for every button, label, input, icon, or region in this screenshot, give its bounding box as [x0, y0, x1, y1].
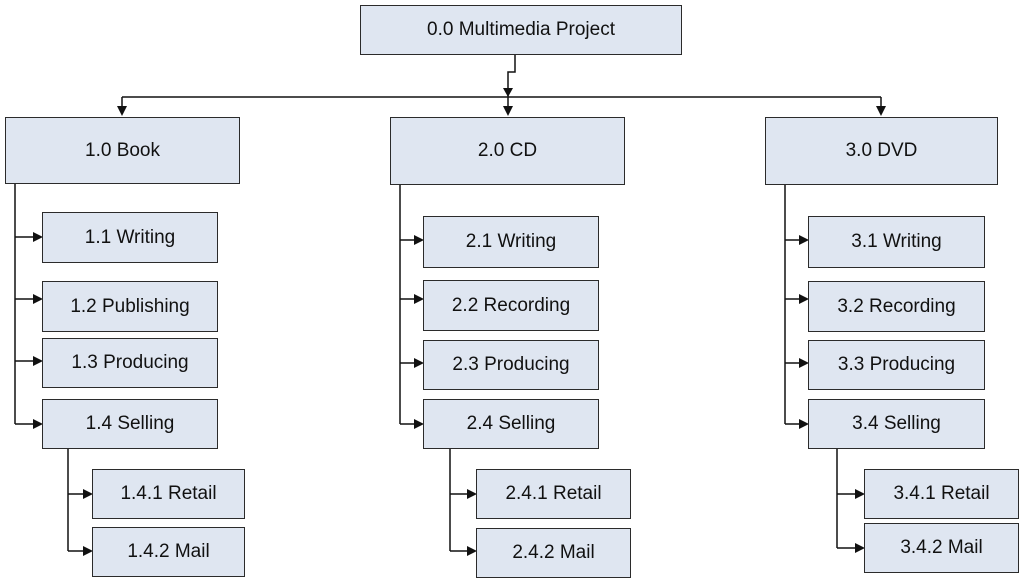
node-label: 2.4.1 Retail — [505, 483, 602, 504]
node-dvd-writing: 3.1 Writing — [808, 216, 985, 268]
node-label: 3.0 DVD — [845, 140, 918, 161]
arrowhead — [414, 294, 424, 304]
node-label: 1.4.2 Mail — [127, 541, 210, 562]
node-dvd-selling: 3.4 Selling — [808, 399, 985, 449]
arrowhead — [799, 419, 809, 429]
connector-book — [14, 184, 34, 425]
arrowhead — [799, 235, 809, 245]
node-label: 1.1 Writing — [84, 226, 176, 248]
arrowhead — [414, 358, 424, 368]
node-label: 2.0 CD — [477, 140, 538, 161]
arrowhead — [33, 232, 43, 242]
node-label: 2.4 Selling — [466, 413, 556, 434]
node-cd-selling: 2.4 Selling — [423, 399, 599, 449]
arrowhead — [855, 489, 865, 499]
arrowhead — [83, 546, 93, 556]
arrowhead — [503, 106, 513, 116]
node-label: 2.3 Producing — [452, 354, 570, 375]
node-cd: 2.0 CD — [390, 117, 625, 185]
arrowhead — [503, 88, 513, 97]
node-label: 1.0 Book — [85, 139, 160, 161]
arrowhead — [117, 106, 127, 116]
arrowhead — [33, 294, 43, 304]
node-dvd: 3.0 DVD — [765, 117, 998, 185]
node-book-mail: 1.4.2 Mail — [92, 527, 245, 577]
node-label: 3.1 Writing — [851, 231, 942, 252]
node-label: 3.4.2 Mail — [900, 537, 983, 558]
connector-dvd — [784, 185, 800, 425]
node-label: 1.2 Publishing — [70, 295, 190, 317]
node-book-retail: 1.4.1 Retail — [92, 469, 245, 519]
arrowhead — [83, 489, 93, 499]
node-label: 0.0 Multimedia Project — [427, 19, 615, 40]
node-book-producing: 1.3 Producing — [42, 338, 218, 388]
node-cd-producing: 2.3 Producing — [423, 340, 599, 390]
node-label: 2.2 Recording — [451, 294, 571, 316]
node-label: 3.4.1 Retail — [893, 483, 990, 504]
connector-cd-selling — [449, 449, 468, 552]
arrowhead — [467, 489, 477, 499]
arrowhead — [33, 419, 43, 429]
arrowhead — [799, 294, 809, 304]
node-label: 2.4.2 Mail — [512, 542, 595, 563]
node-dvd-mail: 3.4.2 Mail — [864, 523, 1019, 573]
arrowhead — [414, 419, 424, 429]
node-label: 1.4.1 Retail — [120, 483, 217, 504]
node-label: 3.2 Recording — [837, 295, 956, 317]
node-cd-retail: 2.4.1 Retail — [476, 469, 631, 519]
node-cd-recording: 2.2 Recording — [423, 280, 599, 331]
node-root: 0.0 Multimedia Project — [360, 5, 682, 55]
node-label: 1.3 Producing — [71, 352, 189, 373]
connector-book-selling — [67, 449, 84, 552]
node-book-writing: 1.1 Writing — [42, 212, 218, 263]
node-label: 1.4 Selling — [85, 413, 175, 434]
arrowhead — [799, 358, 809, 368]
node-dvd-recording: 3.2 Recording — [808, 281, 985, 332]
connector-cd — [399, 185, 415, 425]
node-book-selling: 1.4 Selling — [42, 399, 218, 449]
arrowhead — [855, 543, 865, 553]
arrowhead — [33, 356, 43, 366]
node-cd-mail: 2.4.2 Mail — [476, 528, 631, 578]
connector-root — [121, 55, 882, 107]
node-dvd-retail: 3.4.1 Retail — [864, 469, 1019, 519]
arrowhead — [876, 106, 886, 116]
node-label: 2.1 Writing — [465, 231, 557, 252]
node-book: 1.0 Book — [5, 117, 240, 184]
node-label: 3.4 Selling — [852, 413, 941, 434]
node-book-publishing: 1.2 Publishing — [42, 281, 218, 332]
node-label: 3.3 Producing — [837, 354, 956, 375]
arrowhead — [414, 235, 424, 245]
connector-dvd-selling — [836, 449, 856, 549]
arrowhead — [467, 546, 477, 556]
node-dvd-producing: 3.3 Producing — [808, 340, 985, 390]
node-cd-writing: 2.1 Writing — [423, 216, 599, 268]
